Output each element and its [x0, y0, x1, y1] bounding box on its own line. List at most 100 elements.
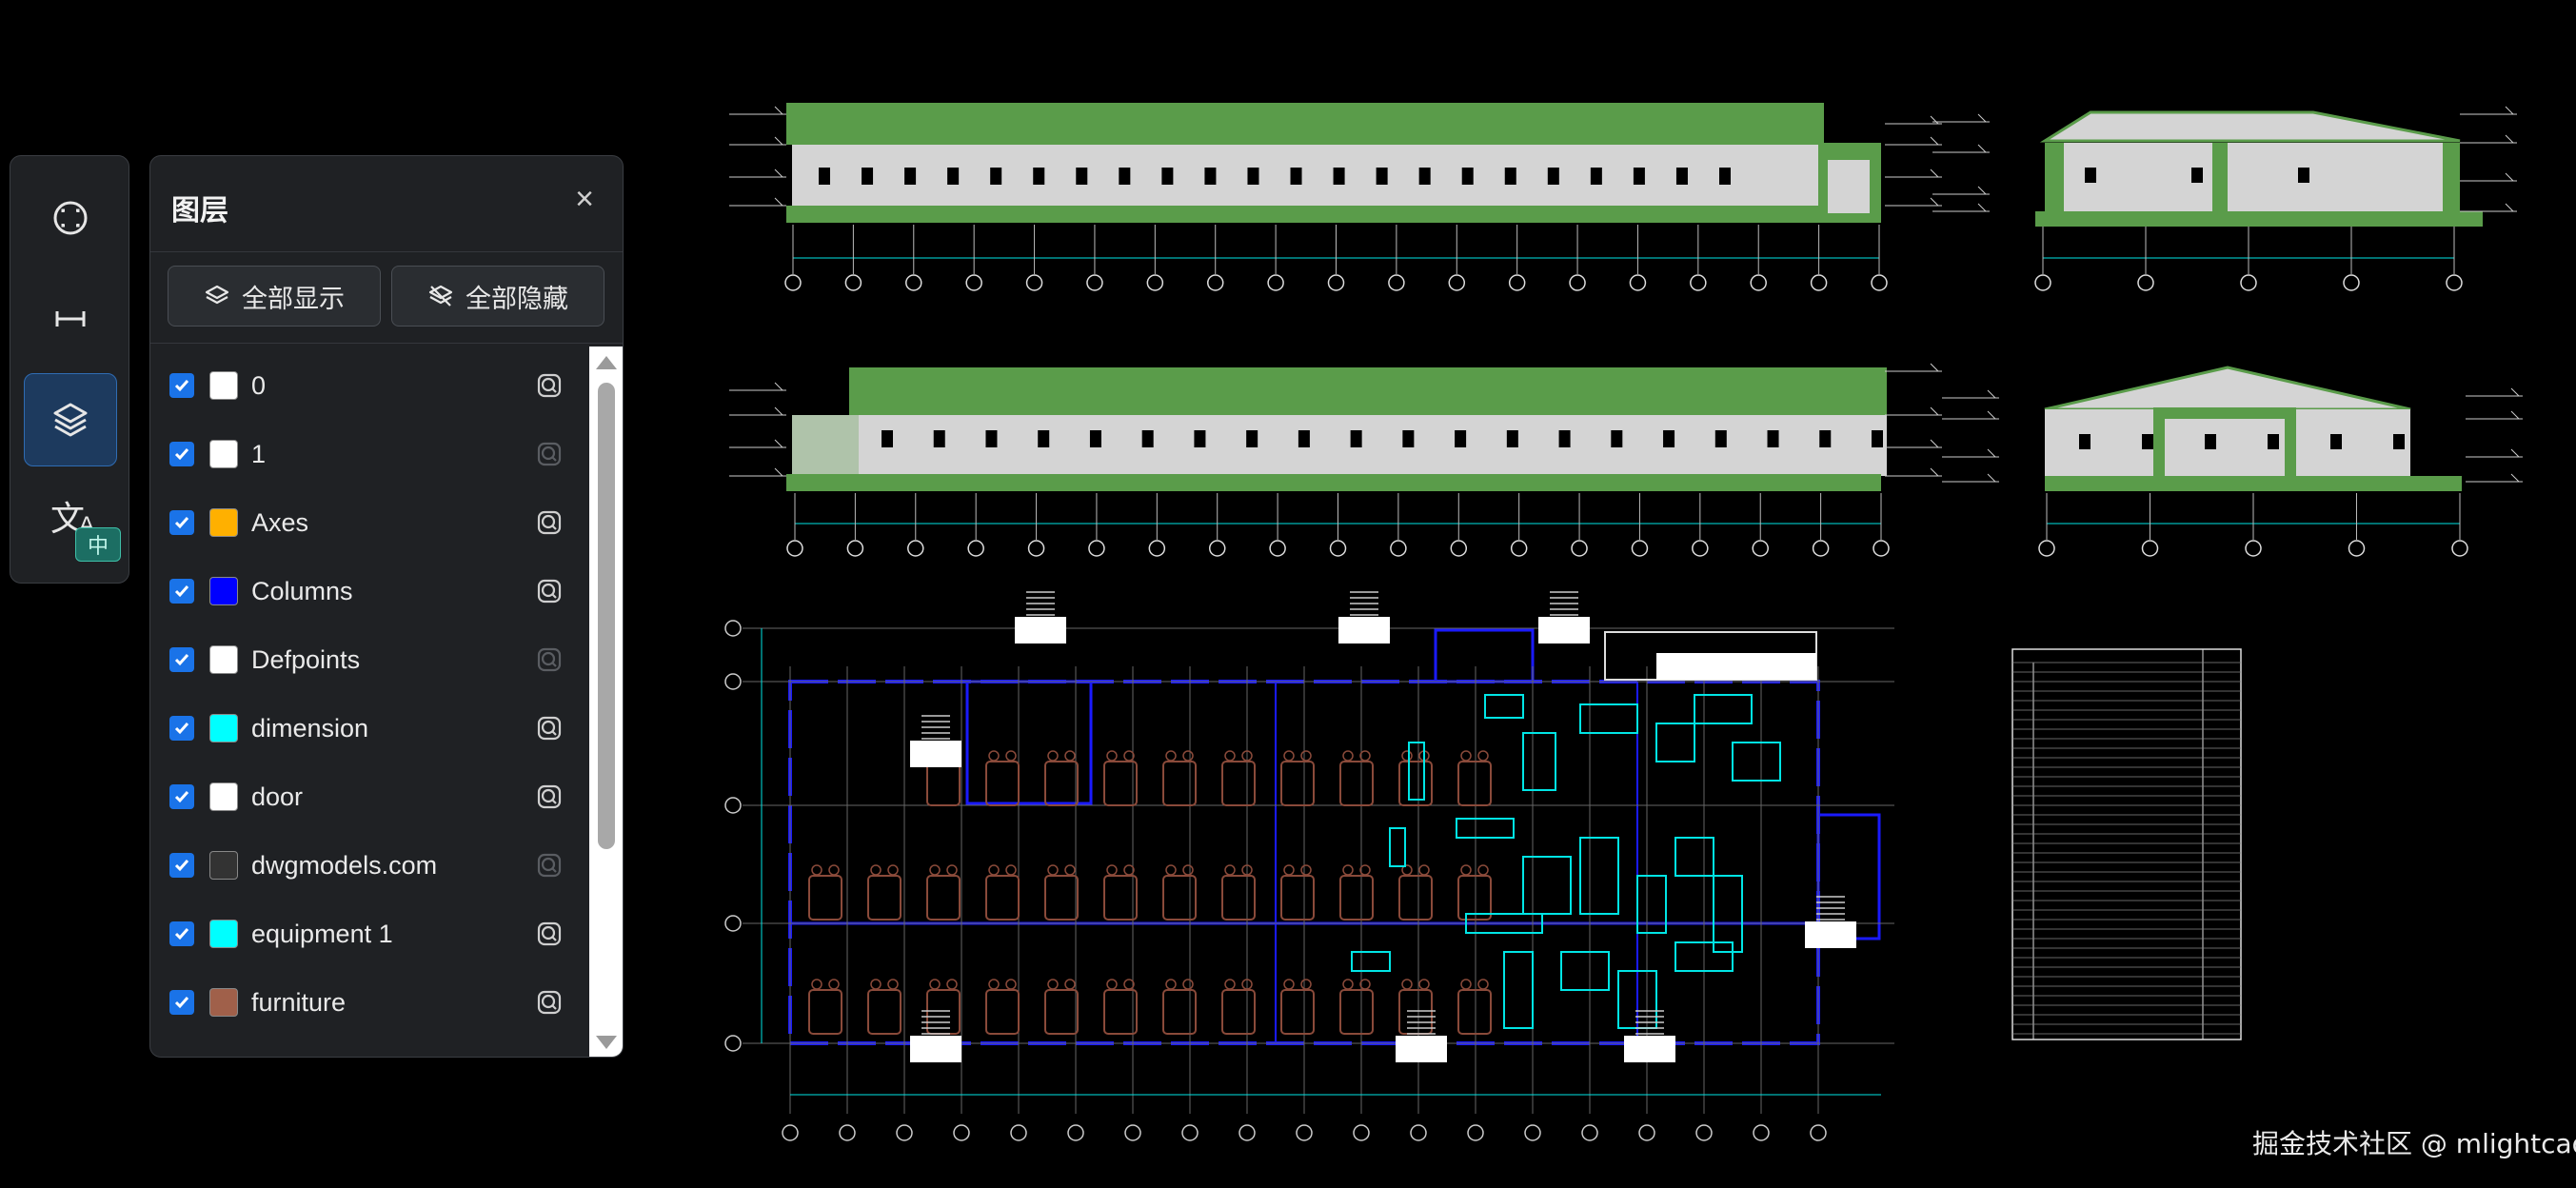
stair-landing: [1538, 617, 1590, 644]
layer-visibility-checkbox[interactable]: [169, 716, 194, 741]
translate-button[interactable]: 文 A 中: [24, 474, 121, 567]
furniture-chair: [1241, 864, 1253, 876]
layer-visibility-checkbox[interactable]: [169, 990, 194, 1015]
layer-row[interactable]: 0: [150, 352, 588, 421]
window: [985, 430, 998, 447]
layer-color-swatch[interactable]: [209, 851, 238, 880]
furniture-table: [808, 989, 842, 1035]
layer-row[interactable]: equipment 1: [150, 901, 588, 969]
hide-all-button[interactable]: 全部隐藏: [391, 266, 604, 327]
layers-button[interactable]: [24, 373, 117, 466]
level-mark: [1977, 186, 1987, 195]
furniture-chair: [1165, 979, 1177, 990]
layer-row[interactable]: Axes: [150, 489, 588, 558]
layer-visibility-checkbox[interactable]: [169, 579, 194, 604]
window: [1675, 168, 1688, 185]
layer-row[interactable]: furniture: [150, 969, 588, 1038]
window: [1246, 430, 1258, 447]
furniture-chair: [1064, 864, 1076, 876]
layer-row[interactable]: Columns: [150, 558, 588, 626]
scroll-thumb[interactable]: [598, 383, 615, 849]
layer-row[interactable]: Defpoints: [150, 626, 588, 695]
stair-landing: [1338, 617, 1390, 644]
check-icon: [174, 654, 189, 666]
facade-annex-wall: [1828, 160, 1870, 213]
scroll-down-icon[interactable]: [596, 1036, 617, 1049]
axis-bubble: [1810, 274, 1828, 291]
furniture-chair: [1224, 979, 1236, 990]
scroll-up-icon[interactable]: [596, 356, 617, 369]
isolate-layer-icon[interactable]: [535, 782, 564, 811]
cad-drawing-canvas[interactable]: [704, 38, 2570, 1161]
window: [1819, 430, 1832, 447]
layer-color-swatch[interactable]: [209, 508, 238, 537]
furniture-chair: [988, 979, 1000, 990]
measure-button[interactable]: [24, 272, 117, 366]
window: [1719, 168, 1731, 185]
axis-bubble: [724, 915, 742, 932]
layer-row[interactable]: dimension: [150, 695, 588, 763]
axis-bubble: [1088, 540, 1105, 557]
isolate-layer-icon[interactable]: [535, 577, 564, 605]
isolate-layer-icon[interactable]: [535, 371, 564, 400]
layer-color-swatch[interactable]: [209, 782, 238, 811]
layer-visibility-checkbox[interactable]: [169, 647, 194, 672]
window: [1461, 168, 1474, 185]
layer-color-swatch[interactable]: [209, 577, 238, 605]
layer-color-swatch[interactable]: [209, 714, 238, 742]
layer-list-scrollbar[interactable]: [589, 346, 623, 1057]
layer-row[interactable]: door: [150, 763, 588, 832]
layer-visibility-checkbox[interactable]: [169, 853, 194, 878]
layer-visibility-checkbox[interactable]: [169, 921, 194, 946]
window: [1161, 168, 1174, 185]
layer-color-swatch[interactable]: [209, 440, 238, 468]
furniture-chair: [1241, 750, 1253, 762]
layer-color-swatch[interactable]: [209, 371, 238, 400]
facade-column: [2285, 419, 2296, 482]
isolate-layer-icon[interactable]: [535, 988, 564, 1017]
axis-bubble: [1086, 274, 1103, 291]
layer-visibility-checkbox[interactable]: [169, 442, 194, 466]
layer-color-swatch[interactable]: [209, 645, 238, 674]
layer-visibility-checkbox[interactable]: [169, 373, 194, 398]
isolate-layer-icon[interactable]: [535, 508, 564, 537]
level-mark: [1977, 203, 1987, 212]
isolate-layer-icon[interactable]: [535, 920, 564, 948]
close-icon[interactable]: ×: [575, 181, 594, 217]
furniture-chair: [828, 864, 840, 876]
axis-bubble: [784, 274, 802, 291]
isolate-layer-icon[interactable]: [535, 440, 564, 468]
zoom-fit-button[interactable]: [24, 171, 117, 265]
check-icon: [174, 997, 189, 1009]
layers-icon: [53, 403, 88, 437]
furniture-chair: [1477, 864, 1489, 876]
layer-row[interactable]: 1: [150, 421, 588, 489]
facade-base: [2045, 476, 2462, 491]
window: [882, 430, 893, 447]
stair-landing: [1624, 1036, 1675, 1062]
furniture-table: [1398, 875, 1433, 921]
layer-color-swatch[interactable]: [209, 920, 238, 948]
isolate-layer-icon[interactable]: [535, 851, 564, 880]
axis-bubble: [1353, 1124, 1370, 1141]
layer-name: Defpoints: [251, 645, 361, 674]
isolate-layer-icon[interactable]: [535, 714, 564, 742]
furniture-chair: [929, 864, 941, 876]
layer-visibility-checkbox[interactable]: [169, 510, 194, 535]
level-mark: [2505, 172, 2514, 182]
show-all-button[interactable]: 全部显示: [168, 266, 381, 327]
window: [2330, 434, 2342, 449]
isolate-layer-icon[interactable]: [535, 645, 564, 674]
furniture-table: [985, 875, 1020, 921]
check-icon: [174, 791, 189, 803]
furniture-chair: [1005, 750, 1017, 762]
window: [1376, 168, 1388, 185]
kitchen-equipment: [1694, 694, 1753, 724]
layer-row[interactable]: dwgmodels.com: [150, 832, 588, 901]
layer-visibility-checkbox[interactable]: [169, 784, 194, 809]
window: [862, 168, 874, 185]
furniture-chair: [1005, 979, 1017, 990]
furniture-chair: [1418, 979, 1430, 990]
layer-color-swatch[interactable]: [209, 988, 238, 1017]
axis-bubble: [839, 1124, 856, 1141]
